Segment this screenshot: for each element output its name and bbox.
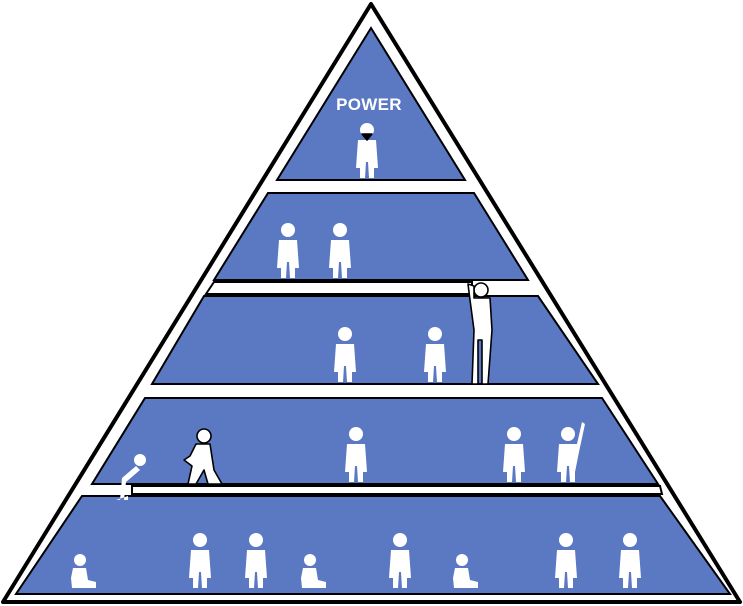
tier-1-top: [275, 26, 467, 181]
figure-top: [356, 123, 378, 178]
power-label: POWER: [336, 95, 402, 114]
figure-tier4-kneeling: [183, 428, 223, 485]
figure-tier3-reaching: [467, 282, 493, 385]
tier-5-bottom: [14, 495, 732, 595]
tier-2: [212, 192, 530, 281]
ledge-tier-4-5: [131, 485, 664, 495]
ledge-tier-2-3: [204, 281, 473, 295]
tier-3: [150, 295, 600, 385]
